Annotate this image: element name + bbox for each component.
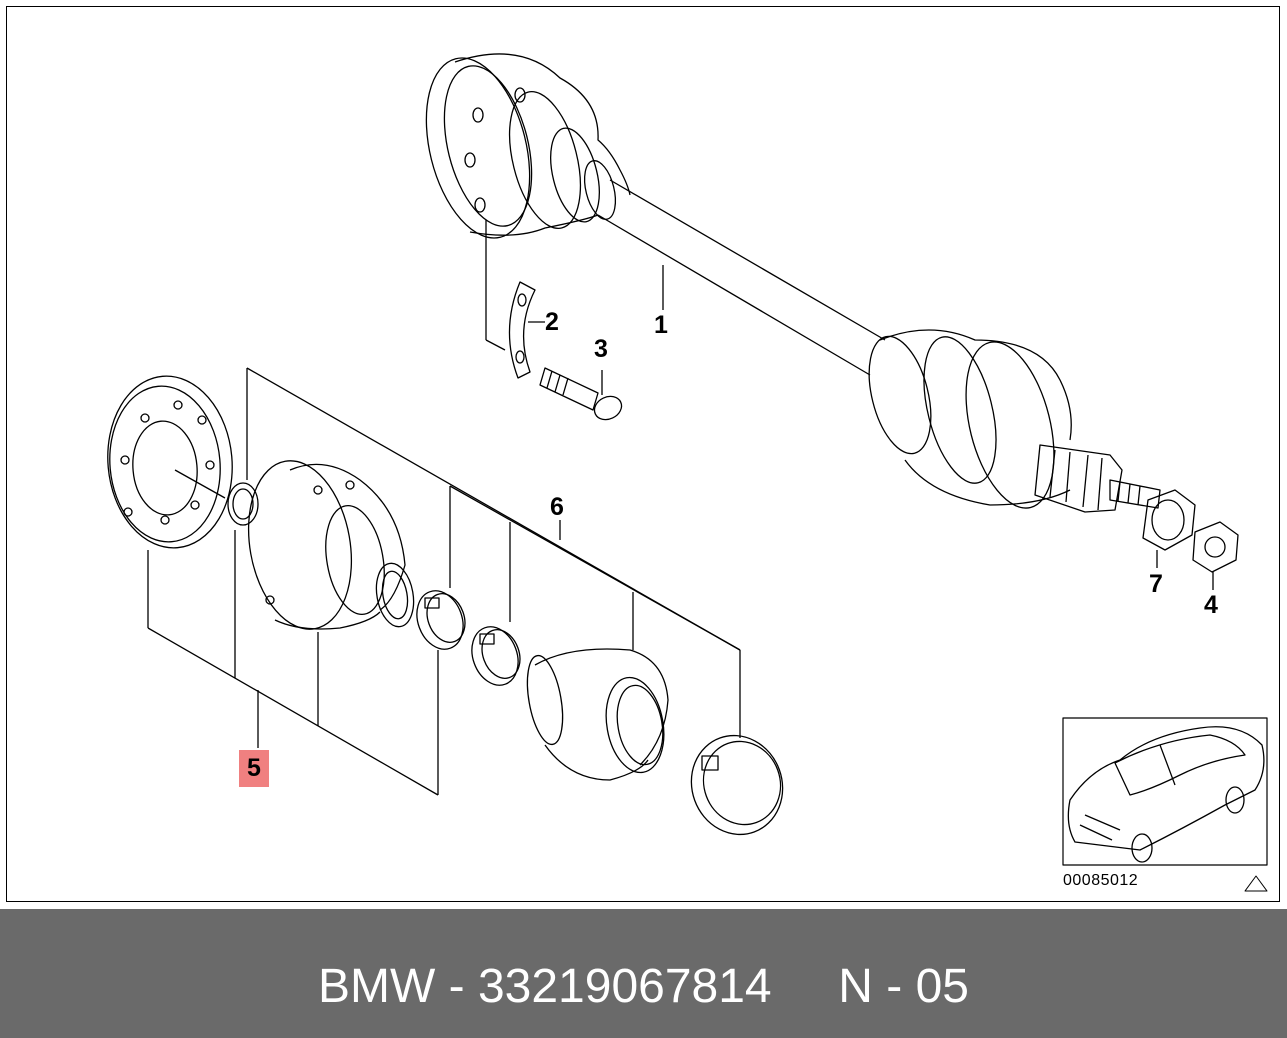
circlip bbox=[227, 482, 259, 526]
vehicle-inset bbox=[1062, 717, 1268, 866]
bracket-lines-6 bbox=[449, 485, 741, 738]
clamp-large bbox=[690, 734, 784, 836]
callout-5[interactable]: 5 bbox=[239, 750, 269, 787]
callout-2: 2 bbox=[545, 308, 559, 336]
callout-3: 3 bbox=[594, 335, 608, 363]
parts-diagram bbox=[107, 53, 1268, 892]
inner-boot bbox=[526, 648, 669, 781]
diagram-frame bbox=[6, 6, 1280, 902]
warning-triangle-icon bbox=[1244, 875, 1268, 892]
callout-4: 4 bbox=[1204, 591, 1218, 619]
bolt bbox=[539, 367, 623, 421]
clamp-1 bbox=[416, 590, 466, 650]
footer-title: BMW - 33219067814 N - 05 bbox=[318, 960, 969, 1013]
callout-6: 6 bbox=[550, 493, 564, 521]
hex-nut bbox=[1192, 521, 1239, 590]
bracket-lines-5 bbox=[147, 367, 741, 796]
callout-7: 7 bbox=[1149, 570, 1163, 598]
flange-plate bbox=[107, 375, 233, 549]
collar-nut bbox=[1142, 489, 1196, 568]
clamp-2 bbox=[471, 626, 521, 686]
lock-plate bbox=[485, 220, 545, 379]
footer-bar: BMW - 33219067814 N - 05 bbox=[0, 909, 1287, 1038]
outer-boot bbox=[247, 460, 415, 630]
image-code: 00085012 bbox=[1063, 872, 1139, 889]
drive-shaft bbox=[425, 53, 1161, 513]
callout-1: 1 bbox=[654, 311, 668, 339]
